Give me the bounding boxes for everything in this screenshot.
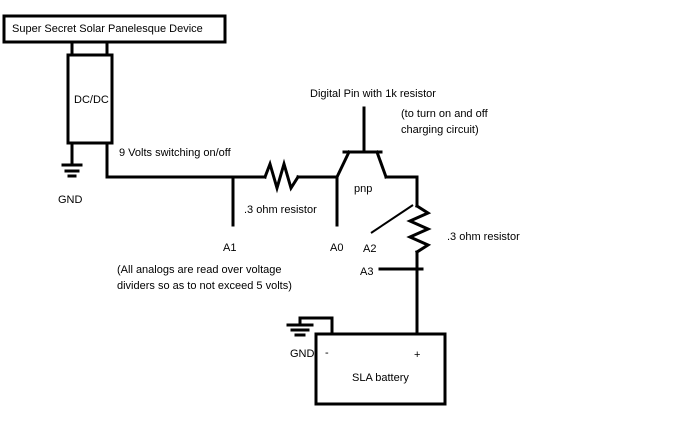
battery-negative-wire [298, 316, 334, 336]
a3-label: A3 [360, 266, 373, 278]
battery-minus-label: - [325, 347, 329, 359]
transistor-note-line1: (to turn on and off [401, 108, 489, 120]
supply-wire-label: 9 Volts switching on/off [119, 147, 232, 159]
ground-label-battery: GND [290, 348, 315, 360]
battery-box [314, 332, 447, 406]
transistor-note-line2: charging circuit) [401, 124, 479, 136]
battery-plus-label: + [414, 349, 420, 361]
ground-symbol-battery [286, 323, 314, 337]
a2-probe-wire [370, 204, 414, 234]
dc-dc-label: DC/DC [74, 94, 109, 106]
resistor-2-label: .3 ohm resistor [447, 231, 520, 243]
a0-label: A0 [330, 242, 343, 254]
analog-note-line1: (All analogs are read over voltage [117, 264, 281, 276]
resistor-1-label: .3 ohm resistor [244, 204, 317, 216]
collector-wire [384, 175, 419, 208]
ground-symbol-left [61, 141, 83, 178]
a2-label: A2 [363, 243, 376, 255]
a1-label: A1 [223, 242, 236, 254]
solar-panel-box [2, 14, 227, 44]
supply-wire [105, 141, 267, 179]
solar-panel-device: Super Secret Solar Panelesque Device [2, 14, 227, 44]
resistor-2 [406, 203, 432, 255]
pnp-label: pnp [354, 183, 372, 195]
solar-panel-label: Super Secret Solar Panelesque Device [12, 23, 203, 35]
digital-pin-label: Digital Pin with 1k resistor [310, 88, 436, 100]
transistor-collector [375, 150, 388, 179]
ground-label-left: GND [58, 194, 83, 206]
pnp-transistor [334, 106, 419, 208]
analog-note-line2: dividers so as to not exceed 5 volts) [117, 280, 292, 292]
dc-dc-converter: DC/DC [66, 53, 114, 145]
dc-dc-box [66, 53, 114, 145]
battery-label: SLA battery [352, 372, 409, 384]
sla-battery: - + SLA battery [314, 332, 447, 406]
transistor-emitter [334, 149, 352, 180]
resistor-1 [263, 158, 301, 194]
